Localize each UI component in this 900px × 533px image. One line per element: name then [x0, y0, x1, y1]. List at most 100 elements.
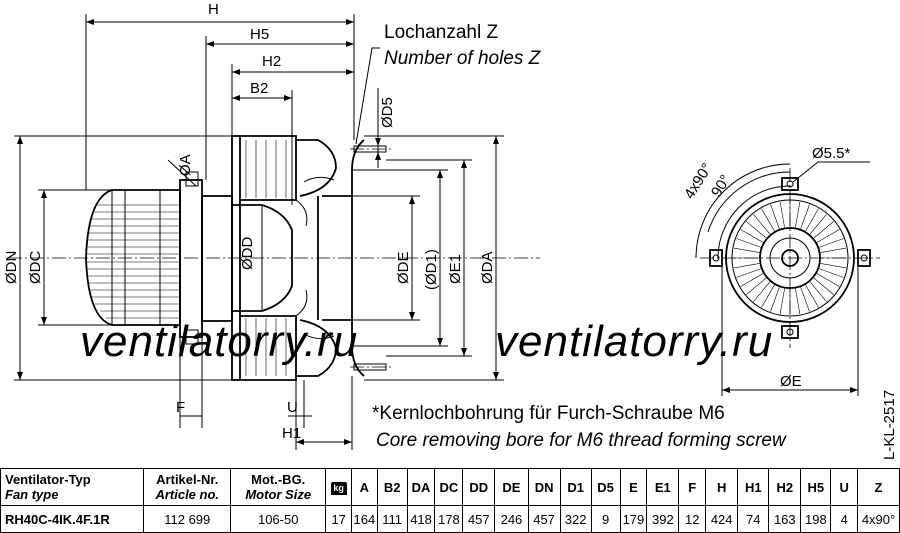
cell-value: 457	[462, 505, 496, 533]
dim-E: ØE	[780, 373, 802, 390]
cell-fan-type: RH40C-4IK.4F.1R	[0, 505, 145, 533]
front-rib	[733, 247, 760, 253]
dim-H5: H5	[250, 26, 269, 43]
weight-icon: kg	[330, 482, 347, 495]
cell-value: 74	[737, 505, 770, 533]
cell-value: 12	[678, 505, 707, 533]
holes-note-de: Lochanzahl Z	[384, 22, 498, 43]
front-rib	[800, 204, 810, 230]
front-rib	[740, 229, 764, 243]
cell-value: 457	[527, 505, 561, 533]
dim-DN: ØDN	[3, 251, 20, 284]
dim-D1: (ØD1)	[423, 249, 440, 290]
header-col: Z	[857, 468, 900, 506]
header-weight: kg	[325, 468, 353, 506]
header-col: DA	[406, 468, 436, 506]
angle-4x90: 4x90°	[681, 160, 716, 202]
front-rib	[820, 247, 847, 253]
front-rib	[761, 208, 775, 232]
drawing-id: L-KL-2517	[881, 390, 898, 460]
dim-DE: ØDE	[395, 251, 412, 284]
cell-weight: 17	[325, 505, 353, 533]
front-rib	[795, 288, 801, 315]
header-col: H2	[768, 468, 802, 506]
header-col: DC	[434, 468, 464, 506]
header-col: E	[619, 468, 648, 506]
cell-motor: 106-50	[230, 505, 327, 533]
technical-drawing: ventilatorry.ru ventilatorry.ru	[3, 1, 898, 460]
header-col: DE	[494, 468, 529, 506]
holes-note-en: Number of holes Z	[384, 48, 542, 69]
spec-table: Ventilator-Typ Fan type Artikel-Nr. Arti…	[0, 468, 900, 533]
front-rib	[753, 281, 771, 302]
cell-value: 418	[406, 505, 436, 533]
front-rib	[770, 204, 780, 230]
front-rib	[816, 229, 840, 243]
front-rib	[800, 286, 810, 312]
front-rib	[813, 277, 834, 295]
header-col: D5	[590, 468, 621, 506]
dim-F: F	[176, 399, 185, 416]
front-rib	[805, 208, 819, 232]
front-rib	[809, 281, 827, 302]
front-rib	[809, 214, 827, 235]
cell-value: 246	[494, 505, 529, 533]
front-rib	[761, 284, 775, 308]
header-col: DN	[527, 468, 561, 506]
cell-value: 178	[434, 505, 464, 533]
dim-hole: Ø5.5*	[812, 145, 851, 162]
bore-note-en: Core removing bore for M6 thread forming…	[376, 430, 787, 451]
dim-DA: ØDA	[479, 251, 496, 284]
cell-value: 4x90°	[857, 505, 900, 533]
header-col: A	[351, 468, 378, 506]
dim-U: U	[287, 399, 298, 416]
cell-value: 322	[559, 505, 592, 533]
watermark-right: ventilatorry.ru	[495, 317, 773, 366]
header-col: H5	[800, 468, 832, 506]
header-motor: Mot.-BG. Motor Size	[230, 468, 327, 506]
dim-DD: ØDD	[239, 237, 256, 271]
front-rib	[779, 288, 785, 315]
dim-E1: ØE1	[447, 254, 464, 284]
header-col: B2	[376, 468, 408, 506]
header-col: D1	[559, 468, 592, 506]
cell-value: 4	[830, 505, 859, 533]
dim-H2: H2	[262, 53, 281, 70]
dim-B2: B2	[250, 80, 268, 97]
front-rib	[733, 263, 760, 269]
dim-H1: H1	[282, 425, 301, 442]
cell-value: 111	[376, 505, 408, 533]
front-rib	[736, 268, 762, 278]
header-col: DD	[462, 468, 496, 506]
header-fan-type: Ventilator-Typ Fan type	[0, 468, 145, 506]
front-rib	[753, 214, 771, 235]
cell-value: 9	[590, 505, 621, 533]
dim-H: H	[208, 1, 219, 18]
front-rib	[770, 286, 780, 312]
header-col: H1	[737, 468, 770, 506]
front-rib	[818, 238, 844, 248]
dim-D5: ØD5	[379, 97, 396, 128]
cell-value: 392	[646, 505, 680, 533]
front-rib	[736, 238, 762, 248]
cell-value: 424	[705, 505, 739, 533]
header-col: H	[705, 468, 739, 506]
front-rib	[740, 273, 764, 287]
header-col: U	[830, 468, 859, 506]
bore-note-de: *Kernlochbohrung für Furch-Schraube M6	[372, 403, 725, 424]
cell-article: 112 699	[143, 505, 232, 533]
front-rib	[805, 284, 819, 308]
front-rib	[795, 201, 801, 228]
front-rib	[818, 268, 844, 278]
header-article: Artikel-Nr. Article no.	[143, 468, 232, 506]
cell-value: 179	[619, 505, 648, 533]
table-header-row: Ventilator-Typ Fan type Artikel-Nr. Arti…	[0, 468, 900, 506]
front-rib	[779, 201, 785, 228]
cell-value: 198	[800, 505, 832, 533]
header-col: E1	[646, 468, 680, 506]
header-col: F	[678, 468, 707, 506]
front-rib	[813, 221, 834, 239]
front-rib	[746, 277, 767, 295]
dim-DC: ØDC	[27, 251, 44, 285]
table-row: RH40C-4IK.4F.1R 112 699 106-50 17 164 11…	[0, 505, 900, 533]
